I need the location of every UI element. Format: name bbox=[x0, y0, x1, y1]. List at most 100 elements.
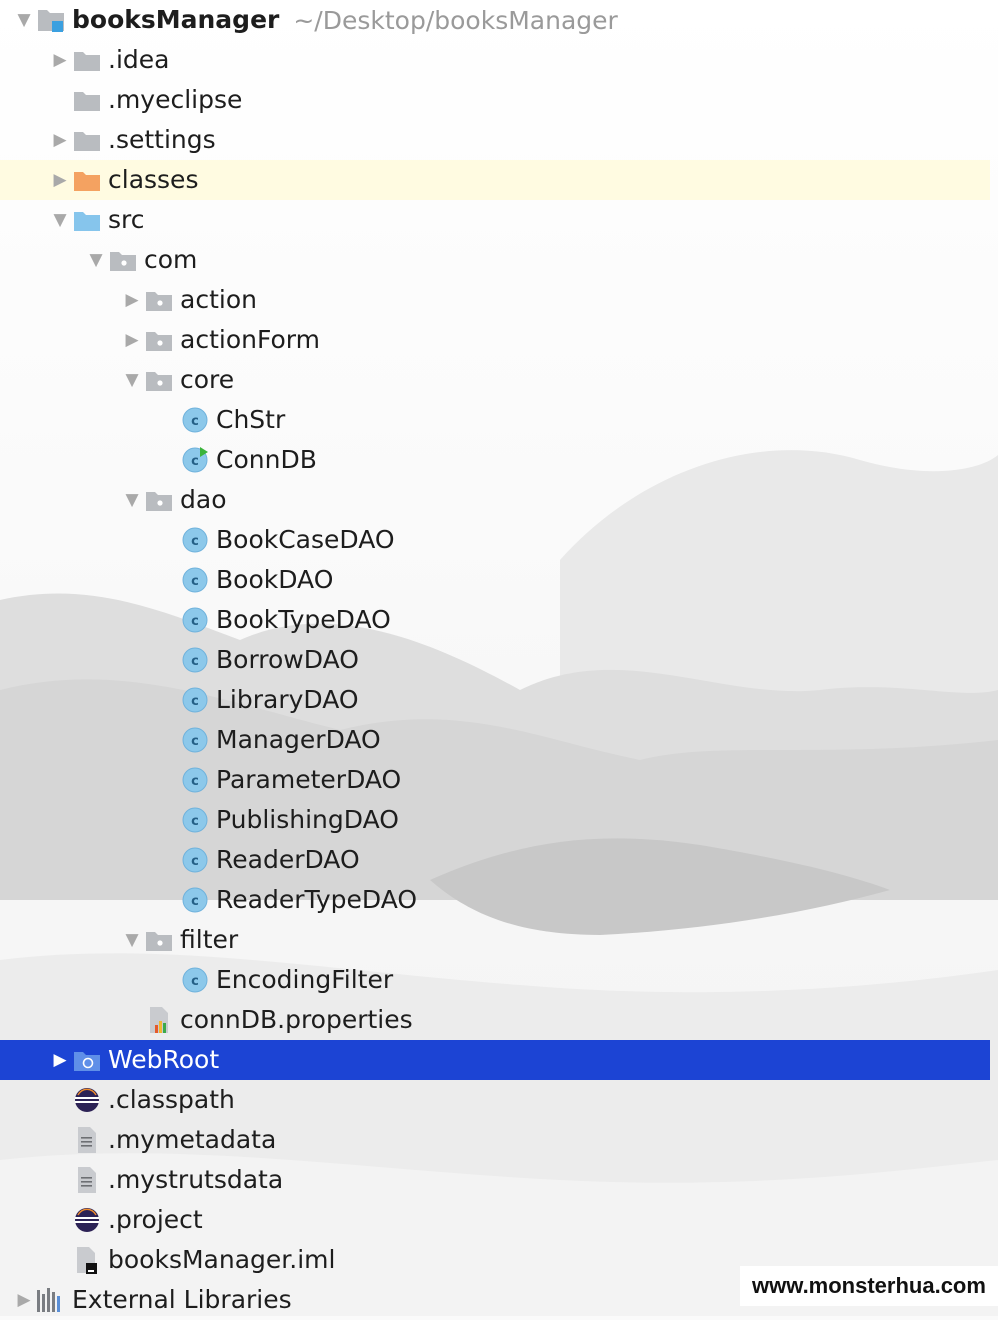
tree-item-label: ConnDB bbox=[216, 445, 317, 474]
tree-item-label: ReaderDAO bbox=[216, 845, 360, 874]
tree-row-webroot[interactable]: ▶ WebRoot bbox=[0, 1040, 990, 1080]
tree-item-label: .mymetadata bbox=[108, 1125, 277, 1154]
expanded-arrow-icon[interactable]: ▼ bbox=[125, 930, 139, 950]
package-icon bbox=[144, 360, 174, 400]
arrow-placeholder bbox=[48, 1160, 72, 1200]
source-folder-icon bbox=[72, 200, 102, 240]
tree-item-label: BookCaseDAO bbox=[216, 525, 395, 554]
tree-row-conndb[interactable]: c ConnDB bbox=[0, 440, 990, 480]
tree-row-idea[interactable]: ▶ .idea bbox=[0, 40, 990, 80]
tree-item-label: BookDAO bbox=[216, 565, 334, 594]
arrow-placeholder bbox=[48, 1080, 72, 1120]
tree-item-label: ParameterDAO bbox=[216, 765, 402, 794]
svg-text:c: c bbox=[191, 854, 199, 869]
tree-item-label: connDB.properties bbox=[180, 1005, 413, 1034]
package-icon bbox=[144, 920, 174, 960]
tree-row-mystrutsdata[interactable]: .mystrutsdata bbox=[0, 1160, 990, 1200]
tree-row-settings[interactable]: ▶.settings bbox=[0, 120, 990, 160]
collapsed-arrow-icon[interactable]: ▶ bbox=[125, 330, 139, 350]
tree-row-myeclipse[interactable]: .myeclipse bbox=[0, 80, 990, 120]
arrow-placeholder bbox=[156, 840, 180, 880]
tree-row-src[interactable]: ▼ src bbox=[0, 200, 990, 240]
tree-row-readerdao[interactable]: c ReaderDAO bbox=[0, 840, 990, 880]
tree-item-label: booksManager.iml bbox=[108, 1245, 336, 1274]
tree-row-filter[interactable]: ▼ filter bbox=[0, 920, 990, 960]
class-icon: c bbox=[180, 520, 210, 560]
svg-text:c: c bbox=[191, 414, 199, 429]
text-file-icon bbox=[72, 1160, 102, 1200]
arrow-placeholder bbox=[156, 960, 180, 1000]
svg-text:c: c bbox=[191, 814, 199, 829]
tree-item-label: ManagerDAO bbox=[216, 725, 381, 754]
package-icon bbox=[108, 240, 138, 280]
svg-text:c: c bbox=[191, 774, 199, 789]
libraries-icon bbox=[36, 1280, 66, 1320]
tree-row-classpath[interactable]: .classpath bbox=[0, 1080, 990, 1120]
tree-item-label: BookTypeDAO bbox=[216, 605, 391, 634]
tree-row-conndb-properties[interactable]: connDB.properties bbox=[0, 1000, 990, 1040]
expanded-arrow-icon[interactable]: ▼ bbox=[17, 10, 31, 30]
collapsed-arrow-icon[interactable]: ▶ bbox=[53, 50, 67, 70]
tree-row-core[interactable]: ▼core bbox=[0, 360, 990, 400]
expanded-arrow-icon[interactable]: ▼ bbox=[89, 250, 103, 270]
tree-row-classes[interactable]: ▶classes bbox=[0, 160, 990, 200]
svg-text:c: c bbox=[191, 454, 199, 469]
tree-row-mymetadata[interactable]: .mymetadata bbox=[0, 1120, 990, 1160]
class-icon: c bbox=[180, 760, 210, 800]
tree-item-label: .project bbox=[108, 1205, 203, 1234]
tree-row-actionform[interactable]: ▶ actionForm bbox=[0, 320, 990, 360]
arrow-placeholder bbox=[48, 1200, 72, 1240]
tree-item-label: src bbox=[108, 205, 145, 234]
collapsed-arrow-icon[interactable]: ▶ bbox=[17, 1290, 31, 1310]
arrow-placeholder bbox=[120, 1000, 144, 1040]
collapsed-arrow-icon[interactable]: ▶ bbox=[53, 1050, 67, 1070]
expanded-arrow-icon[interactable]: ▼ bbox=[53, 210, 67, 230]
tree-row-com[interactable]: ▼com bbox=[0, 240, 990, 280]
svg-text:c: c bbox=[191, 654, 199, 669]
arrow-placeholder bbox=[156, 760, 180, 800]
collapsed-arrow-icon[interactable]: ▶ bbox=[125, 290, 139, 310]
tree-item-label: .idea bbox=[108, 45, 170, 74]
folder-icon bbox=[72, 80, 102, 120]
tree-row-booksmanager-iml[interactable]: booksManager.iml bbox=[0, 1240, 990, 1280]
tree-item-label: action bbox=[180, 285, 257, 314]
expanded-arrow-icon[interactable]: ▼ bbox=[125, 370, 139, 390]
class-icon: c bbox=[180, 640, 210, 680]
collapsed-arrow-icon[interactable]: ▶ bbox=[53, 130, 67, 150]
tree-row-external-libraries[interactable]: ▶ External Libraries bbox=[0, 1280, 990, 1320]
tree-item-label: filter bbox=[180, 925, 239, 954]
class-icon: c bbox=[180, 720, 210, 760]
tree-item-label: WebRoot bbox=[108, 1045, 220, 1074]
tree-row-action[interactable]: ▶ action bbox=[0, 280, 990, 320]
folder-icon bbox=[72, 120, 102, 160]
class-icon: c bbox=[180, 680, 210, 720]
class-icon: c bbox=[180, 560, 210, 600]
tree-item-label: actionForm bbox=[180, 325, 320, 354]
tree-item-label: External Libraries bbox=[72, 1285, 292, 1314]
arrow-placeholder bbox=[156, 880, 180, 920]
tree-row-parameterdao[interactable]: c ParameterDAO bbox=[0, 760, 990, 800]
class-icon: c bbox=[180, 840, 210, 880]
tree-item-label: ReaderTypeDAO bbox=[216, 885, 418, 914]
tree-row-chstr[interactable]: c ChStr bbox=[0, 400, 990, 440]
arrow-placeholder bbox=[156, 720, 180, 760]
tree-row-dao[interactable]: ▼ dao bbox=[0, 480, 990, 520]
expanded-arrow-icon[interactable]: ▼ bbox=[125, 490, 139, 510]
properties-file-icon bbox=[144, 1000, 174, 1040]
collapsed-arrow-icon[interactable]: ▶ bbox=[53, 170, 67, 190]
tree-row-booksmanager[interactable]: ▼booksManager~/Desktop/booksManager bbox=[0, 0, 990, 40]
tree-row-project[interactable]: .project bbox=[0, 1200, 990, 1240]
tree-item-label: dao bbox=[180, 485, 227, 514]
arrow-placeholder bbox=[156, 600, 180, 640]
tree-item-label: ChStr bbox=[216, 405, 286, 434]
class-icon: c bbox=[180, 600, 210, 640]
